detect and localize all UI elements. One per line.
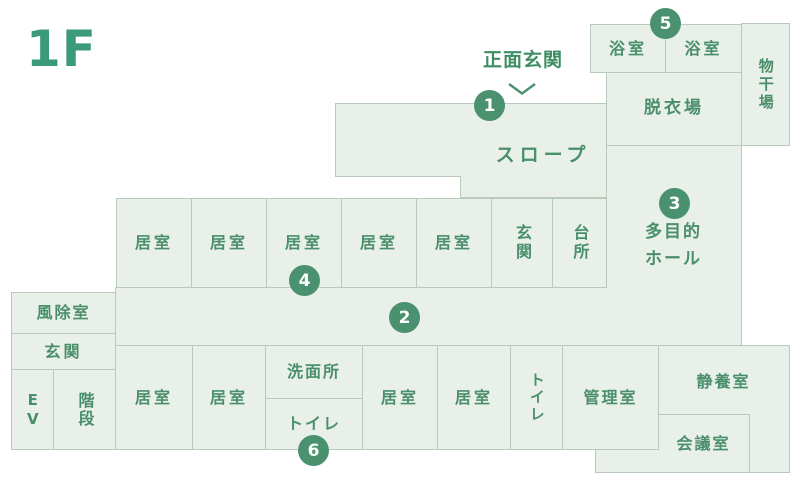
room-living-btm-1: 居室 — [115, 345, 193, 450]
room-living-btm-2: 居室 — [192, 345, 266, 450]
marker-4: 4 — [289, 265, 320, 296]
room-slope-west-wing — [335, 103, 461, 177]
room-label: スロープ — [495, 144, 591, 167]
room-label: トイレ — [527, 372, 546, 423]
marker-2: 2 — [389, 302, 420, 333]
room-label: 浴室 — [608, 38, 647, 58]
room-windbreak: 風除室 — [11, 292, 116, 334]
room-label: 台所 — [570, 224, 590, 262]
room-meeting-room: 会議室 — [595, 414, 750, 473]
room-multipurpose-hall: 多目的 ホール — [606, 145, 742, 346]
room-slope: スロープ — [460, 103, 607, 198]
room-stairs: 階段 — [53, 369, 116, 450]
room-living-mid-4: 居室 — [341, 198, 417, 288]
room-label: 風除室 — [36, 303, 91, 322]
room-office: 管理室 — [562, 345, 659, 450]
room-label: 居室 — [284, 233, 323, 252]
room-toilet-east: トイレ — [510, 345, 563, 450]
main-entrance-label: 正面玄関 — [482, 49, 563, 71]
room-elevator: EV — [11, 369, 54, 450]
room-label: 居室 — [434, 233, 473, 252]
marker-number: 2 — [398, 307, 411, 328]
room-label: トイレ — [286, 414, 341, 433]
room-label: 玄関 — [513, 224, 532, 262]
room-entrance-hall: 玄関 — [11, 333, 116, 370]
room-label: 洗面所 — [286, 362, 341, 381]
room-label: 多目的 ホール — [645, 222, 702, 269]
room-entrance-mid: 玄関 — [491, 198, 553, 288]
marker-number: 5 — [659, 13, 672, 34]
floor-label: 1F — [26, 20, 97, 78]
marker-5: 5 — [650, 8, 681, 39]
room-label: 居室 — [380, 387, 419, 407]
room-label: 居室 — [454, 387, 493, 407]
room-label: EV — [23, 390, 42, 429]
room-label: 居室 — [209, 233, 248, 252]
marker-number: 4 — [298, 270, 311, 291]
marker-3: 3 — [659, 188, 690, 219]
room-label: 会議室 — [676, 433, 731, 453]
entrance-chevron-icon — [507, 81, 537, 100]
room-drying-area: 物干場 — [741, 23, 790, 146]
room-living-btm-4: 居室 — [437, 345, 511, 450]
room-label: 浴室 — [684, 38, 723, 58]
room-kitchen: 台所 — [552, 198, 607, 288]
room-changing-room: 脱衣場 — [606, 72, 742, 146]
room-label: 脱衣場 — [644, 98, 704, 119]
room-living-mid-5: 居室 — [416, 198, 492, 288]
room-washroom: 洗面所 — [265, 345, 363, 399]
marker-number: 6 — [307, 440, 320, 461]
room-label: 居室 — [134, 387, 173, 407]
room-living-mid-1: 居室 — [116, 198, 192, 288]
room-label: 居室 — [359, 233, 398, 252]
room-label: 静養室 — [696, 372, 751, 391]
slope-notch-edge — [460, 176, 461, 198]
room-living-mid-2: 居室 — [191, 198, 267, 288]
room-label: 管理室 — [583, 387, 638, 407]
marker-1: 1 — [474, 90, 505, 121]
corridor — [115, 287, 607, 346]
room-label: 階段 — [75, 391, 95, 428]
marker-number: 3 — [668, 193, 681, 214]
room-label: 玄関 — [44, 341, 83, 361]
room-label: 居室 — [209, 387, 248, 407]
marker-6: 6 — [298, 435, 329, 466]
room-label: 居室 — [134, 233, 173, 252]
marker-number: 1 — [483, 95, 496, 116]
room-label: 物干場 — [756, 57, 775, 112]
room-living-btm-3: 居室 — [362, 345, 438, 450]
